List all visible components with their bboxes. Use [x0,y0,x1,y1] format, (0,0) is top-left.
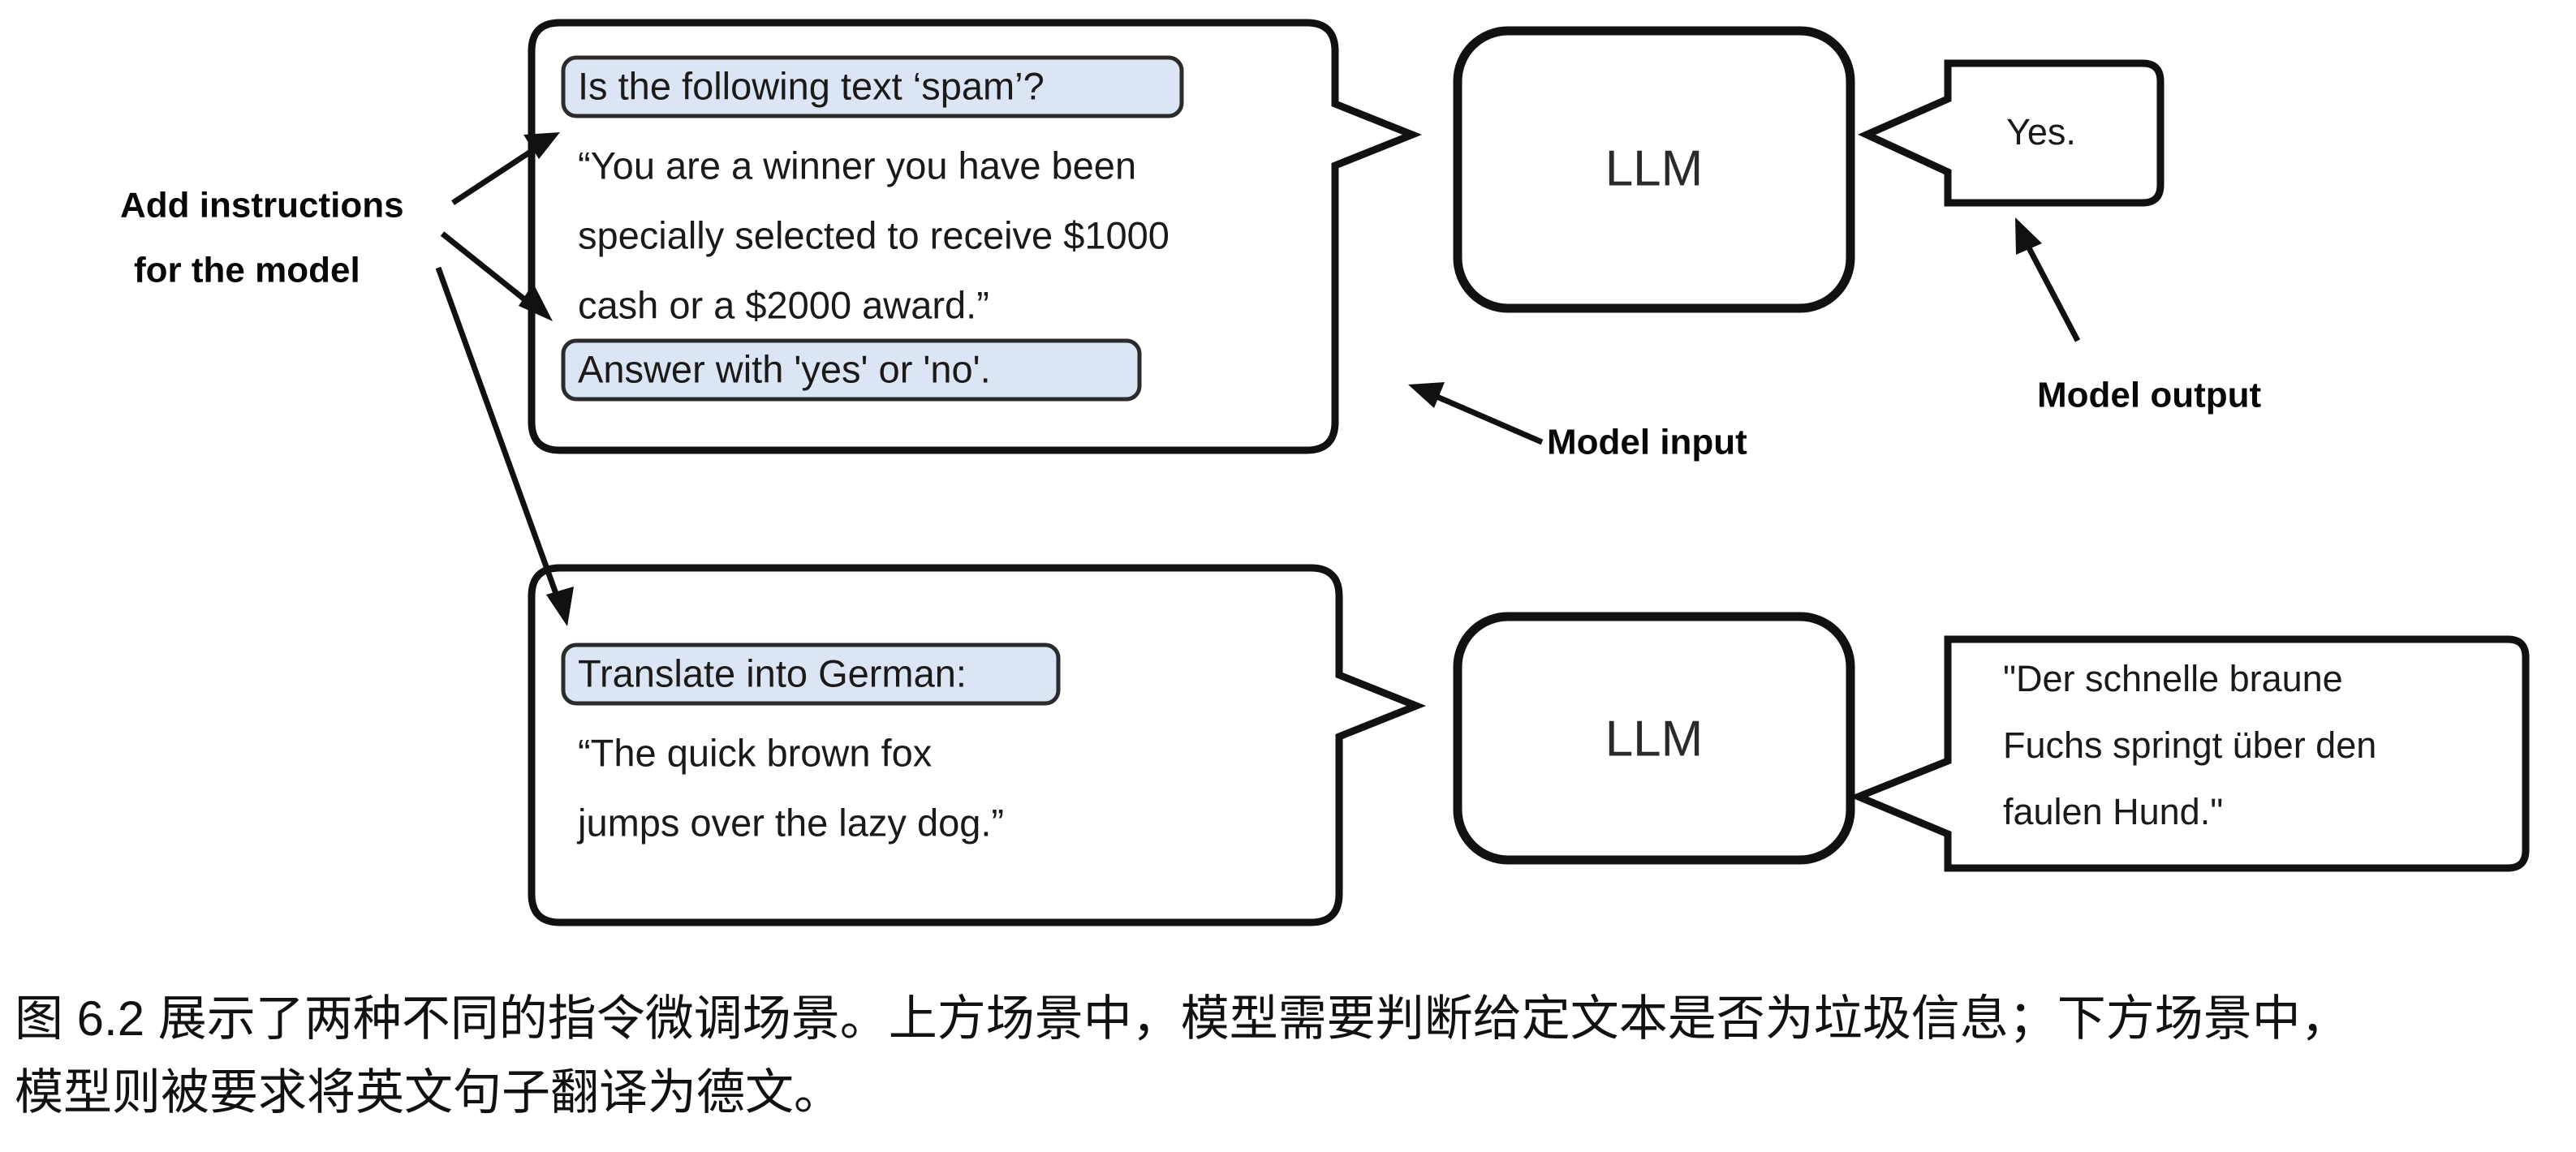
format-badge-top-label: Answer with 'yes' or 'no'. [578,347,991,390]
input-body-line: “You are a winner you have been [578,144,1136,187]
model-input-callout-line [1432,392,1544,445]
figure-caption: 图 6.2 展示了两种不同的指令微调场景。上方场景中，模型需要判断给定文本是否为… [15,982,2571,1129]
model-output-callout-line [2023,242,2081,342]
format-badge-top [561,338,1142,402]
llm-box-top-label: LLM [1605,140,1704,196]
model-input-callout-head [1408,382,1445,408]
input-body-line: “The quick brown fox [578,731,932,774]
llm-box-bottom-label: LLM [1605,711,1704,767]
model-output-bubble-bottom-line: Fuchs springt über den [2003,724,2376,766]
instruction-badge-top-label: Is the following text ‘spam’? [578,64,1045,107]
instruction-badge-bottom [561,643,1061,706]
add-instructions-annotation-line1: Add instructions [120,186,404,226]
annotation-arrow-2-head [519,283,553,321]
model-output-bubble-bottom-line: faulen Hund." [2003,791,2223,832]
model-output-label: Model output [2037,376,2261,415]
caption-line-2: 模型则被要求将英文句子翻译为德文。 [15,1065,842,1120]
instruction-badge-bottom-label: Translate into German: [578,651,967,694]
add-instructions-annotation-line2: for the model [134,251,360,290]
instruction-finetuning-diagram: Is the following text ‘spam’? “You are a… [120,19,2530,926]
model-output-bubble-bottom [1849,635,2530,872]
model-output-bubble-top [1858,59,2165,207]
caption-line-1: 图 6.2 展示了两种不同的指令微调场景。上方场景中，模型需要判断给定文本是否为… [15,991,2350,1046]
model-output-bubble-bottom-line: "Der schnelle braune [2003,658,2343,699]
llm-box-bottom [1453,612,1855,865]
annotation-arrow-3-head [546,587,574,626]
input-body-line: jumps over the lazy dog.” [576,801,1004,844]
model-input-label: Model input [1547,423,1747,462]
input-body-line: specially selected to receive $1000 [578,213,1170,256]
annotation-arrow-1-head [523,132,560,159]
annotation-arrow-1-line [451,140,547,205]
annotation-arrow-2-line [440,231,538,311]
annotation-arrow-3-line [435,266,562,602]
model-output-bubble-top-text: Yes. [2006,111,2076,153]
input-body-line: cash or a $2000 award.” [578,283,989,326]
instruction-badge-top [561,55,1184,118]
llm-box-top [1453,26,1855,313]
model-output-callout-head [2015,217,2042,255]
